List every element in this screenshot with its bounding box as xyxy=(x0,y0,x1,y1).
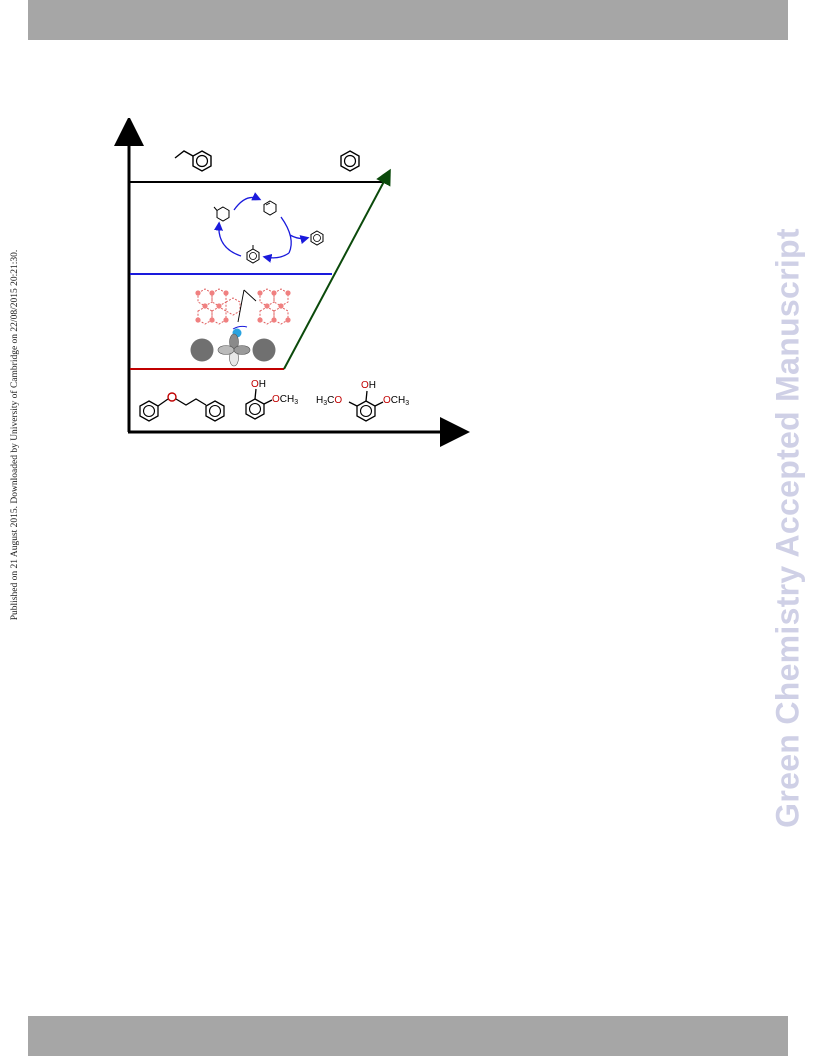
syringol-h3co-label: H3CO xyxy=(316,395,342,407)
bond-stick-2 xyxy=(243,289,257,302)
page-footer-band xyxy=(28,1016,788,1056)
green-slope-arrow xyxy=(283,168,391,370)
syringol-och3-label: OCH3 xyxy=(383,395,409,407)
reaction-level-diagram: OH OCH3 OH OCH3 H3CO xyxy=(114,118,470,447)
toluene-structure xyxy=(174,150,212,172)
cycle-arrow-bottom xyxy=(262,252,290,263)
guaiacol-oh-label: OH xyxy=(251,379,266,390)
manuscript-watermark: Green Chemistry Accepted Manuscript xyxy=(769,228,806,828)
cycle-arrow-left xyxy=(213,221,242,257)
download-notice: Published on 21 August 2015. Downloaded … xyxy=(10,249,20,621)
benzene-structure xyxy=(340,150,360,172)
cycle-arrow-to-benzene xyxy=(289,234,310,244)
phenethyl-phenyl-ether-structure xyxy=(139,392,225,422)
adsorption-arrow xyxy=(232,325,248,330)
benzene-ring-right xyxy=(310,230,324,246)
metal-site xyxy=(190,333,276,367)
guaiacol-och3-label: OCH3 xyxy=(272,394,298,406)
syringol-structure: OH OCH3 H3CO xyxy=(316,380,409,422)
cycle-arrow-right xyxy=(280,216,292,254)
cycle-arrow-top xyxy=(233,192,262,211)
cyclohexene-ring-top xyxy=(263,200,277,216)
toluene-ring-bottom xyxy=(246,245,260,264)
syringol-oh-label: OH xyxy=(361,380,376,391)
catalyst-pore-schematic xyxy=(190,288,291,367)
bond-stick-1 xyxy=(237,289,245,323)
guaiacol-structure: OH OCH3 xyxy=(245,379,298,420)
oxygen-atoms xyxy=(195,290,291,323)
dehydrogenation-cycle xyxy=(213,192,324,264)
cyclohexane-ring-left xyxy=(213,206,230,222)
page-header-band xyxy=(28,0,788,40)
